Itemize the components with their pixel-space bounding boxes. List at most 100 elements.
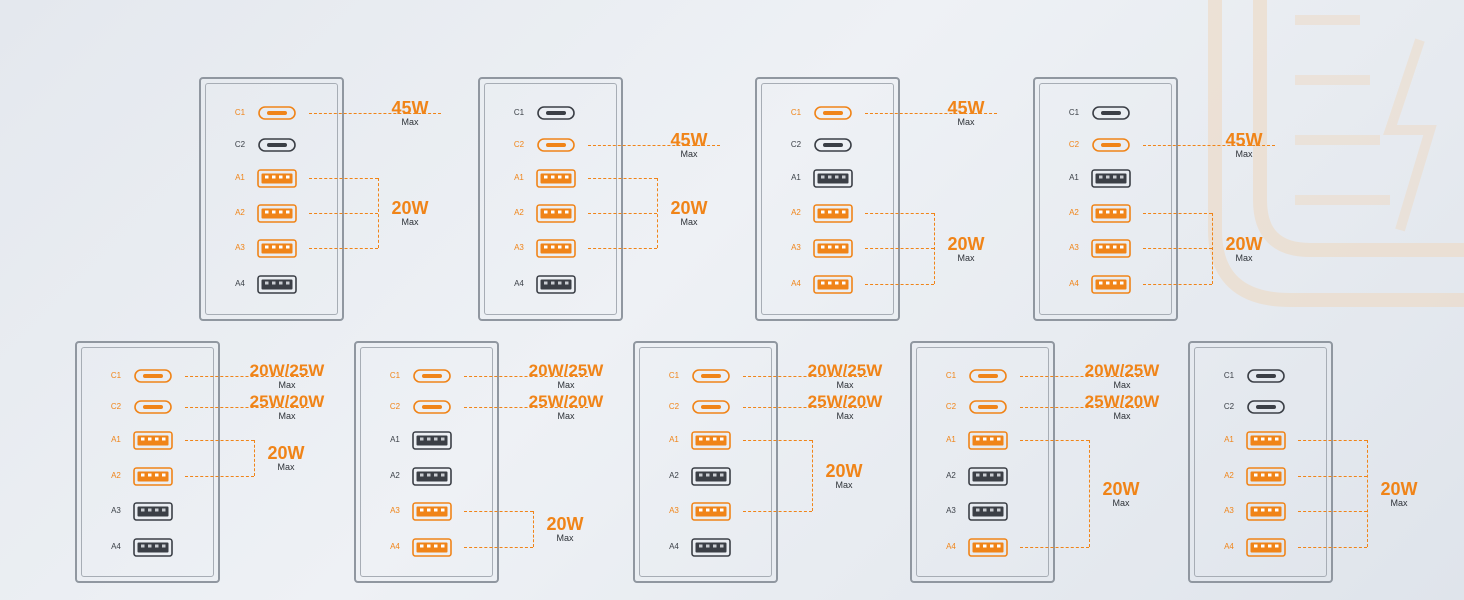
- usb-c-port-icon: [258, 138, 296, 152]
- wattage-label: 20W: [1380, 478, 1418, 499]
- max-label: Max: [836, 380, 854, 390]
- usb-a-port-icon: [968, 537, 1008, 557]
- leader-line: [464, 511, 533, 512]
- usb-a-port-icon: [133, 430, 173, 450]
- max-label: Max: [1235, 149, 1253, 159]
- port-label-a3: A3: [514, 243, 524, 252]
- max-label: Max: [278, 380, 296, 390]
- bracket-line: [1367, 440, 1368, 547]
- port-label-a2: A2: [235, 208, 245, 217]
- port-label-a1: A1: [946, 435, 956, 444]
- max-label: Max: [1113, 380, 1131, 390]
- wattage-label: 25W/20W: [1084, 392, 1160, 411]
- leader-line: [1298, 440, 1367, 441]
- port-label-c2: C2: [234, 140, 246, 149]
- usb-a-port-icon: [257, 274, 297, 294]
- port-label-a4: A4: [1224, 542, 1234, 551]
- bracket-line: [657, 178, 658, 248]
- max-label: Max: [680, 149, 698, 159]
- charger-panel-inner: [484, 83, 617, 315]
- port-label-a4: A4: [111, 542, 121, 551]
- max-label: Max: [401, 217, 419, 227]
- usb-c-port-icon: [969, 400, 1007, 414]
- port-label-a3: A3: [946, 506, 956, 515]
- port-label-a3: A3: [1069, 243, 1079, 252]
- usb-a-port-icon: [1091, 274, 1131, 294]
- usb-a-port-icon: [691, 501, 731, 521]
- wattage-label: 20W: [670, 198, 708, 218]
- port-label-c2: C2: [945, 402, 957, 411]
- port-label-a3: A3: [111, 506, 121, 515]
- leader-line: [588, 248, 657, 249]
- charger-panel: [1033, 77, 1178, 321]
- max-label: Max: [557, 411, 575, 421]
- port-label-c2: C2: [110, 402, 122, 411]
- usb-c-port-icon: [537, 106, 575, 120]
- bracket-line: [934, 213, 935, 284]
- usb-a-port-icon: [691, 466, 731, 486]
- usb-a-port-icon: [133, 466, 173, 486]
- leader-line: [743, 440, 812, 441]
- max-label: Max: [1113, 411, 1131, 421]
- leader-line: [185, 476, 254, 477]
- usb-c-port-icon: [134, 369, 172, 383]
- usb-a-port-icon: [133, 501, 173, 521]
- charger-panel: [354, 341, 499, 583]
- leader-line: [309, 248, 378, 249]
- port-label-a2: A2: [111, 471, 121, 480]
- usb-c-port-icon: [134, 400, 172, 414]
- max-label: Max: [957, 252, 975, 263]
- charger-panel: [755, 77, 900, 321]
- max-label: Max: [957, 117, 975, 127]
- port-label-a2: A2: [669, 471, 679, 480]
- usb-a-port-icon: [813, 274, 853, 294]
- max-label: Max: [278, 411, 296, 421]
- port-label-a3: A3: [390, 506, 400, 515]
- usb-a-port-icon: [412, 537, 452, 557]
- max-label: Max: [556, 533, 574, 543]
- usb-a-port-icon: [536, 238, 576, 258]
- leader-line: [743, 511, 812, 512]
- port-label-a4: A4: [669, 542, 679, 551]
- port-label-a3: A3: [235, 243, 245, 252]
- leader-line: [1298, 547, 1367, 548]
- wattage-label: 20W: [267, 443, 305, 463]
- port-label-c1: C1: [234, 108, 246, 117]
- usb-c-port-icon: [1247, 369, 1285, 383]
- leader-line: [309, 113, 441, 114]
- usb-a-port-icon: [691, 537, 731, 557]
- wattage-label: 20W: [1102, 478, 1140, 499]
- port-label-a1: A1: [390, 435, 400, 444]
- leader-line: [865, 284, 934, 285]
- max-label: Max: [277, 462, 295, 472]
- port-label-a4: A4: [791, 279, 801, 288]
- charger-panel: [199, 77, 344, 321]
- wattage-label: 20W/25W: [528, 361, 604, 380]
- wattage-label: 45W: [947, 98, 985, 118]
- leader-line: [185, 440, 254, 441]
- leader-line: [743, 376, 867, 377]
- usb-a-port-icon: [257, 168, 297, 188]
- leader-line: [1020, 407, 1144, 408]
- wattage-label: 45W: [670, 130, 708, 150]
- bracket-line: [378, 178, 379, 248]
- usb-a-port-icon: [1246, 430, 1286, 450]
- port-label-a1: A1: [1224, 435, 1234, 444]
- charger-panel-inner: [1039, 83, 1172, 315]
- leader-line: [1143, 213, 1212, 214]
- port-label-c1: C1: [1223, 371, 1235, 380]
- usb-a-port-icon: [257, 238, 297, 258]
- wattage-label: 45W: [391, 98, 429, 118]
- bracket-line: [533, 511, 534, 547]
- usb-a-port-icon: [1091, 168, 1131, 188]
- leader-line: [865, 213, 934, 214]
- leader-line: [865, 113, 997, 114]
- usb-c-port-icon: [258, 106, 296, 120]
- usb-a-port-icon: [1091, 203, 1131, 223]
- port-label-c1: C1: [790, 108, 802, 117]
- leader-line: [309, 213, 378, 214]
- wattage-label: 20W/25W: [249, 361, 325, 380]
- usb-c-port-icon: [413, 369, 451, 383]
- usb-a-port-icon: [412, 501, 452, 521]
